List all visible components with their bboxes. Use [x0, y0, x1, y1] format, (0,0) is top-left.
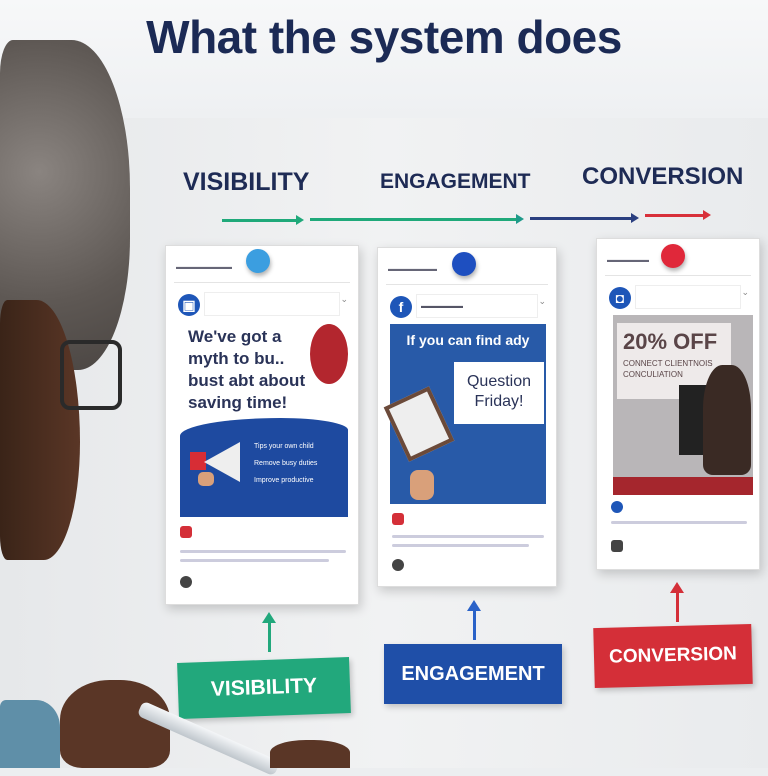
- offer-subheadline: CONNECT CLIENTNOIS CONCULIATION: [623, 359, 713, 379]
- pushpin-blue: [246, 249, 270, 273]
- arrow-up-engagement: [467, 600, 481, 640]
- bullet-item: Tips your own child: [254, 443, 314, 450]
- share-icon[interactable]: [180, 576, 192, 588]
- arrow-engagement: [310, 214, 524, 224]
- clipboard-icon: [383, 386, 455, 462]
- heart-icon[interactable]: [611, 501, 623, 513]
- post-image: 20% OFF CONNECT CLIENTNOIS CONCULIATION: [613, 315, 753, 495]
- chevron-down-icon[interactable]: ⌄: [340, 294, 348, 304]
- arrow-up-conversion: [670, 582, 684, 622]
- shield-logo-icon: ◘: [609, 287, 631, 309]
- square-logo-icon: ▣: [178, 294, 200, 316]
- red-banner: [613, 477, 753, 495]
- arrow-conversion-a: [530, 213, 639, 223]
- post-name-box: ▬▬▬▬▬▬: [416, 294, 538, 318]
- post-footer: [611, 501, 747, 554]
- hand: [410, 470, 434, 500]
- post-footer: [180, 526, 346, 590]
- pushpin-blue: [452, 252, 476, 276]
- stage-conversion: CONVERSION: [582, 163, 744, 190]
- card-header: ▬▬▬▬▬▬▬▬: [176, 264, 232, 271]
- post-headline: If you can find ady: [406, 332, 530, 348]
- facebook-icon: f: [390, 296, 412, 318]
- stage-engagement: ENGAGEMENT: [380, 170, 531, 193]
- pocket-icon[interactable]: [392, 513, 404, 525]
- post-card-conversion: ▬▬▬▬▬▬ ◘ ⌄ 20% OFF CONNECT CLIENTNOIS CO…: [596, 238, 760, 570]
- post-name-box: [204, 292, 340, 316]
- page-title: What the system does: [146, 11, 622, 63]
- card-header: ▬▬▬▬▬▬: [607, 257, 649, 264]
- person-hand-left: [60, 680, 170, 768]
- label-visibility: VISIBILITY: [177, 657, 351, 719]
- megaphone-icon: [186, 438, 244, 486]
- header-band: [0, 0, 768, 118]
- post-image: We've got a myth to bu.. bust abt about …: [180, 322, 348, 517]
- person-hand-right: [270, 740, 350, 768]
- arrow-up-visibility: [262, 612, 276, 652]
- offer-headline: 20% OFF: [623, 329, 718, 354]
- card-header: ▬▬▬▬▬▬▬: [388, 266, 437, 273]
- woman-photo: [703, 365, 751, 475]
- pocket-icon[interactable]: [180, 526, 192, 538]
- label-conversion: CONVERSION: [593, 623, 753, 689]
- question-friday-callout: Question Friday!: [454, 362, 544, 424]
- post-image: If you can find ady Question Friday!: [383, 324, 546, 504]
- label-engagement: ENGAGEMENT: [384, 644, 562, 704]
- stage-visibility: VISIBILITY: [183, 168, 310, 196]
- bullet-item: Remove busy duties: [254, 460, 318, 467]
- arrow-conversion-b: [645, 210, 711, 220]
- chevron-down-icon[interactable]: ⌄: [741, 287, 749, 297]
- eyeglasses: [60, 340, 122, 410]
- post-footer: [392, 513, 544, 573]
- pushpin-red: [661, 244, 685, 268]
- share-icon[interactable]: [611, 540, 623, 552]
- chevron-down-icon[interactable]: ⌄: [538, 296, 546, 306]
- post-headline: We've got a myth to bu.. bust abt about …: [188, 327, 306, 412]
- bullet-item: Improve productive: [254, 477, 314, 484]
- flower-graphic: [310, 324, 348, 384]
- post-card-visibility: ▬▬▬▬▬▬▬▬ ▣ ⌄ We've got a myth to bu.. bu…: [165, 245, 359, 605]
- post-name-box: [635, 285, 741, 309]
- blue-panel: Tips your own child Remove busy duties I…: [180, 418, 348, 517]
- person-shoulder: [0, 700, 60, 768]
- share-icon[interactable]: [392, 559, 404, 571]
- arrow-visibility: [222, 215, 304, 225]
- post-card-engagement: ▬▬▬▬▬▬▬ f ▬▬▬▬▬▬ ⌄ If you can find ady Q…: [377, 247, 557, 587]
